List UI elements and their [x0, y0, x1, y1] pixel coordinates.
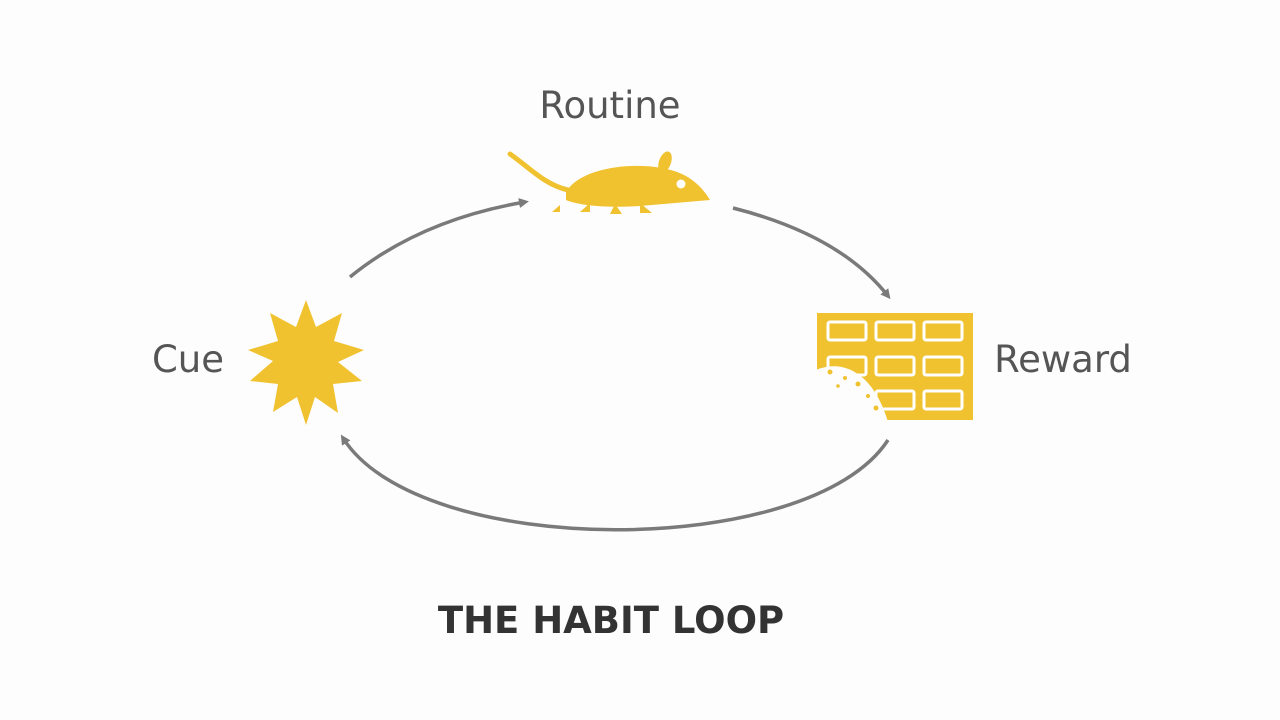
sun-burst-icon: [248, 300, 364, 425]
arrow-routine-to-reward: [732, 206, 891, 300]
mouse-icon: [507, 151, 710, 214]
reward-label: Reward: [994, 338, 1132, 381]
chocolate-bar-icon: [812, 313, 973, 426]
arrow-reward-to-cue: [340, 434, 890, 532]
routine-label: Routine: [539, 84, 680, 127]
arrow-cue-to-routine: [348, 198, 529, 279]
diagram-title: THE HABIT LOOP: [438, 599, 784, 642]
cue-label: Cue: [152, 338, 224, 381]
